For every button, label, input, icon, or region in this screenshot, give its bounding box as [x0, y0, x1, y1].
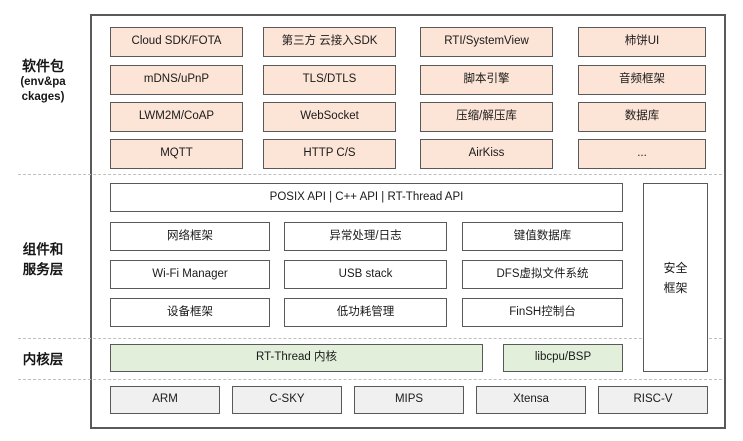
kernel-libcpu-bsp-box: libcpu/BSP — [503, 344, 623, 372]
layer-label-kernel-zh: 内核层 — [22, 352, 64, 367]
layer-separator-components-kernel — [18, 338, 722, 339]
cpu-c-sky: C-SKY — [232, 386, 342, 414]
cpu-risc-v: RISC-V — [598, 386, 708, 414]
package-http-cs: HTTP C/S — [263, 139, 396, 169]
cpu-mips: MIPS — [354, 386, 464, 414]
layer-label-packages-zh: 软件包 — [22, 58, 64, 74]
layer-label-components: 组件和 服务层 — [0, 240, 86, 280]
component-usb-stack: USB stack — [284, 260, 447, 289]
security-framework-line2: 框架 — [663, 280, 688, 295]
component-device-framework: 设备框架 — [110, 298, 270, 327]
security-framework-box: 安全 框架 — [643, 183, 708, 372]
layer-separator-packages-components — [18, 174, 722, 175]
layer-label-packages-en1: (env&pa — [20, 76, 66, 88]
layer-separator-kernel-cpu — [18, 379, 722, 380]
package-more: ... — [578, 139, 706, 169]
package-audio-framework: 音频框架 — [578, 65, 706, 95]
kernel-rt-thread-box: RT-Thread 内核 — [110, 344, 483, 372]
component-kv-database: 键值数据库 — [462, 222, 623, 251]
package-mqtt: MQTT — [110, 139, 243, 169]
layer-label-packages: 软件包 (env&pa ckages) — [0, 57, 86, 105]
package-rti-systemview: RTI/SystemView — [420, 27, 553, 57]
package-third-party-cloud-sdk: 第三方 云接入SDK — [263, 27, 396, 57]
layer-label-components-l2: 服务层 — [22, 262, 64, 277]
component-finsh-console: FinSH控制台 — [462, 298, 623, 327]
cpu-arm: ARM — [110, 386, 220, 414]
package-compression-lib: 压缩/解压库 — [420, 102, 553, 132]
package-tls-dtls: TLS/DTLS — [263, 65, 396, 95]
layer-label-packages-en2: ckages) — [21, 91, 65, 103]
component-wifi-manager: Wi-Fi Manager — [110, 260, 270, 289]
api-bar: POSIX API | C++ API | RT-Thread API — [110, 183, 623, 212]
package-persimmon-ui: 柿饼UI — [578, 27, 706, 57]
package-cloud-sdk-fota: Cloud SDK/FOTA — [110, 27, 243, 57]
package-database: 数据库 — [578, 102, 706, 132]
package-script-engine: 脚本引擎 — [420, 65, 553, 95]
security-framework-line1: 安全 — [663, 260, 688, 275]
package-lwm2m-coap: LWM2M/CoAP — [110, 102, 243, 132]
component-network-framework: 网络框架 — [110, 222, 270, 251]
package-websocket: WebSocket — [263, 102, 396, 132]
package-airkiss: AirKiss — [420, 139, 553, 169]
component-low-power-mgmt: 低功耗管理 — [284, 298, 447, 327]
component-dfs-filesystem: DFS虚拟文件系统 — [462, 260, 623, 289]
cpu-xtensa: Xtensa — [476, 386, 586, 414]
layer-label-kernel: 内核层 — [0, 350, 86, 370]
layer-label-components-l1: 组件和 — [22, 242, 64, 257]
package-mdns-upnp: mDNS/uPnP — [110, 65, 243, 95]
component-exception-log: 异常处理/日志 — [284, 222, 447, 251]
